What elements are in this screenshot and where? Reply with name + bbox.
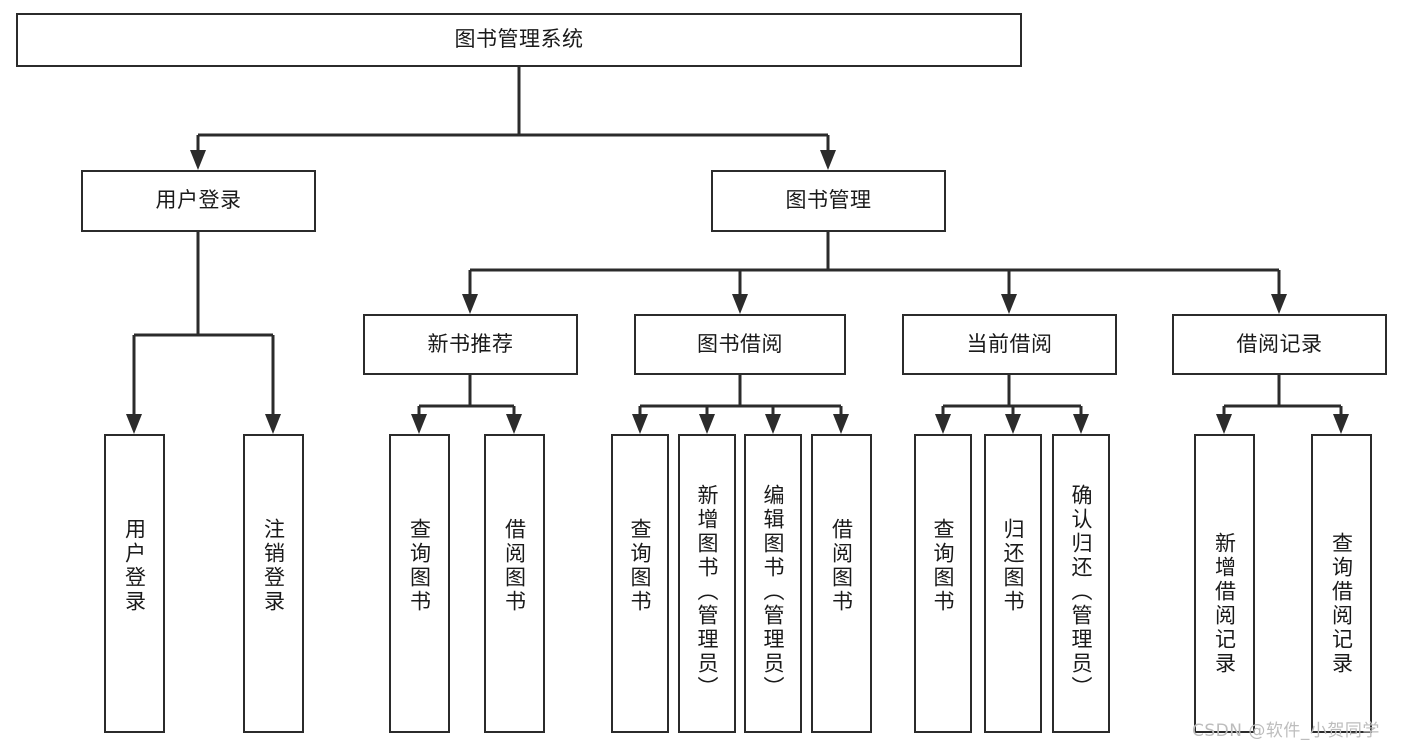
- node-leaf-0[interactable]: 用户登录: [104, 434, 165, 733]
- node-level3-2[interactable]: 当前借阅: [902, 314, 1117, 375]
- arrow-head-icon: [632, 414, 648, 434]
- arrow-head-icon: [1001, 294, 1017, 314]
- arrow-head-icon: [506, 414, 522, 434]
- node-leaf-2[interactable]: 查询图书: [389, 434, 450, 733]
- node-label: 查询图书: [628, 518, 653, 614]
- node-leaf-10[interactable]: 确认归还（管理员）: [1052, 434, 1110, 733]
- node-label: 当前借阅: [966, 331, 1053, 356]
- node-leaf-9[interactable]: 归还图书: [984, 434, 1042, 733]
- node-label: 借阅图书: [502, 518, 527, 614]
- arrow-head-icon: [265, 414, 281, 434]
- arrow-head-icon: [1333, 414, 1349, 434]
- node-leaf-4[interactable]: 查询图书: [611, 434, 669, 733]
- arrow-head-icon: [820, 150, 836, 170]
- node-level3-3[interactable]: 借阅记录: [1172, 314, 1387, 375]
- node-label: 查询借阅记录: [1329, 532, 1354, 676]
- node-leaf-7[interactable]: 借阅图书: [811, 434, 872, 733]
- arrow-head-icon: [765, 414, 781, 434]
- node-leaf-12[interactable]: 查询借阅记录: [1311, 434, 1372, 733]
- node-leaf-5[interactable]: 新增图书（管理员）: [678, 434, 736, 733]
- node-root[interactable]: 图书管理系统: [16, 13, 1022, 67]
- node-label: 编辑图书（管理员）: [761, 484, 786, 700]
- node-leaf-3[interactable]: 借阅图书: [484, 434, 545, 733]
- node-label: 确认归还（管理员）: [1069, 484, 1094, 700]
- arrow-head-icon: [126, 414, 142, 434]
- node-label: 归还图书: [1001, 518, 1026, 614]
- node-leaf-1[interactable]: 注销登录: [243, 434, 304, 733]
- node-leaf-6[interactable]: 编辑图书（管理员）: [744, 434, 802, 733]
- arrow-head-icon: [732, 294, 748, 314]
- node-label: 借阅图书: [829, 518, 854, 614]
- csdn-watermark: CSDN @软件_小贺同学: [1192, 721, 1380, 741]
- node-label: 新增借阅记录: [1212, 532, 1237, 676]
- node-label: 图书管理: [785, 188, 872, 213]
- node-label: 用户登录: [155, 188, 242, 213]
- node-label: 查询图书: [931, 518, 956, 614]
- node-level2-1[interactable]: 图书管理: [711, 170, 946, 232]
- arrow-head-icon: [411, 414, 427, 434]
- node-leaf-8[interactable]: 查询图书: [914, 434, 972, 733]
- node-label: 用户登录: [122, 518, 147, 614]
- node-level3-1[interactable]: 图书借阅: [634, 314, 846, 375]
- arrow-head-icon: [1073, 414, 1089, 434]
- node-label: 新书推荐: [427, 331, 514, 356]
- node-leaf-11[interactable]: 新增借阅记录: [1194, 434, 1255, 733]
- node-label: 图书借阅: [697, 331, 783, 356]
- arrow-head-icon: [190, 150, 206, 170]
- arrow-head-icon: [1216, 414, 1232, 434]
- arrow-head-icon: [699, 414, 715, 434]
- node-level3-0[interactable]: 新书推荐: [363, 314, 578, 375]
- node-label: 新增图书（管理员）: [695, 484, 720, 700]
- node-label: 查询图书: [407, 518, 432, 614]
- node-level2-0[interactable]: 用户登录: [81, 170, 316, 232]
- arrow-head-icon: [833, 414, 849, 434]
- arrow-head-icon: [462, 294, 478, 314]
- node-label: 图书管理系统: [454, 27, 584, 52]
- node-label: 借阅记录: [1236, 331, 1323, 356]
- arrow-head-icon: [935, 414, 951, 434]
- arrow-head-icon: [1005, 414, 1021, 434]
- node-label: 注销登录: [261, 518, 286, 614]
- arrow-head-icon: [1271, 294, 1287, 314]
